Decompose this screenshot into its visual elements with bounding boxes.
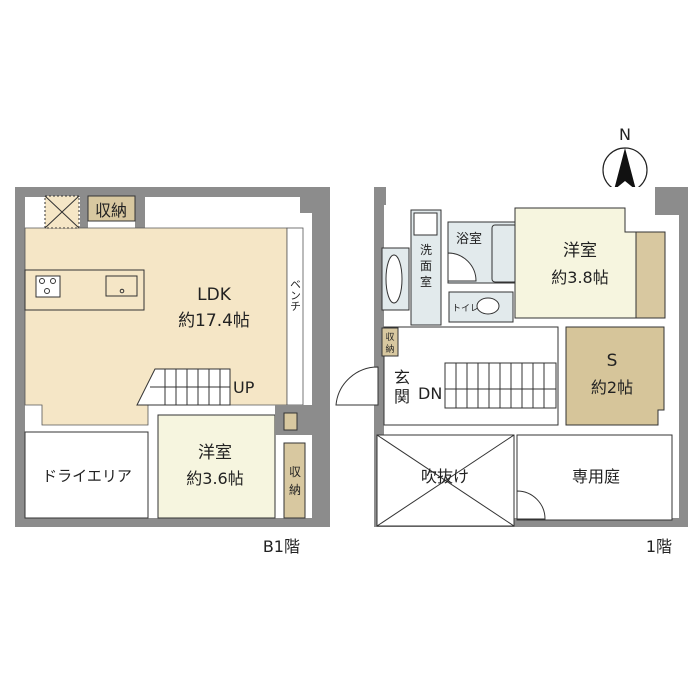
- b1-storage-side-label-2: 納: [289, 483, 301, 497]
- b1-storage-side-label-1: 収: [289, 465, 301, 479]
- b1-stairs: [136, 368, 231, 406]
- dry-area: [24, 431, 149, 519]
- b1-storage-top-label: 収納: [95, 201, 127, 220]
- private-garden-label: 専用庭: [572, 467, 620, 486]
- f1-closet: [635, 231, 666, 319]
- private-garden: [516, 434, 673, 521]
- sink-icon: [105, 275, 138, 297]
- void-label: 吹抜け: [421, 467, 469, 486]
- ldk-label: LDK: [197, 285, 232, 305]
- f1-stairs: [444, 362, 557, 409]
- service-room-name: S: [607, 351, 618, 371]
- ldk-size: 約17.4帖: [178, 311, 250, 331]
- stove-icon: [35, 275, 61, 298]
- b1-storage-side: [283, 442, 306, 519]
- washroom-label-2: 面: [420, 259, 432, 273]
- b1-storage-top: [87, 195, 136, 222]
- f1-western-room: [514, 207, 637, 319]
- f1-storage-label-1: 収: [385, 331, 394, 343]
- b1-floor: LDK 約17.4帖 収納 ベンチ UP ドライエリア 洋室 約3.6帖 収 納…: [15, 187, 330, 556]
- f1-room-name: 洋室: [563, 241, 597, 261]
- north-compass-icon: N: [602, 125, 648, 193]
- f1-stairs-dn-label: DN: [418, 384, 442, 403]
- washroom-label-1: 洗: [420, 243, 432, 257]
- toilet-bowl-icon: [476, 297, 500, 315]
- dry-area-label: ドライエリア: [42, 467, 132, 485]
- entrance-door[interactable]: [335, 366, 379, 406]
- b1-western-room: [157, 414, 276, 519]
- entrance-label-1: 玄: [394, 368, 410, 387]
- bench-label: ベンチ: [289, 279, 302, 312]
- entrance-label-2: 関: [394, 387, 410, 406]
- toilet-label: トイレ: [452, 304, 479, 314]
- compass-label: N: [619, 125, 631, 144]
- garden-door[interactable]: [516, 490, 546, 520]
- service-room-size: 約2帖: [591, 378, 633, 397]
- b1-room-size: 約3.6帖: [186, 469, 243, 488]
- service-room: [565, 326, 665, 426]
- bench: [286, 227, 304, 406]
- washroom-label-3: 室: [420, 274, 432, 289]
- f1-floor-label: 1階: [646, 537, 672, 556]
- bathroom-door[interactable]: [447, 252, 477, 282]
- f1-storage-label-2: 納: [385, 343, 394, 355]
- b1-stairs-up-label: UP: [233, 378, 255, 397]
- f1-room-size: 約3.8帖: [551, 268, 608, 287]
- b1-room-name: 洋室: [198, 443, 232, 463]
- skylight-icon: [44, 195, 80, 229]
- bathtub-icon: [491, 224, 518, 283]
- f1-storage: [381, 327, 399, 357]
- f1-floor: 洗 面 室 浴室 トイレ 洋室 約3.8帖 収 納 玄 関 DN: [335, 187, 688, 556]
- b1-floor-label: B1階: [263, 537, 300, 556]
- bathroom-label: 浴室: [456, 231, 482, 247]
